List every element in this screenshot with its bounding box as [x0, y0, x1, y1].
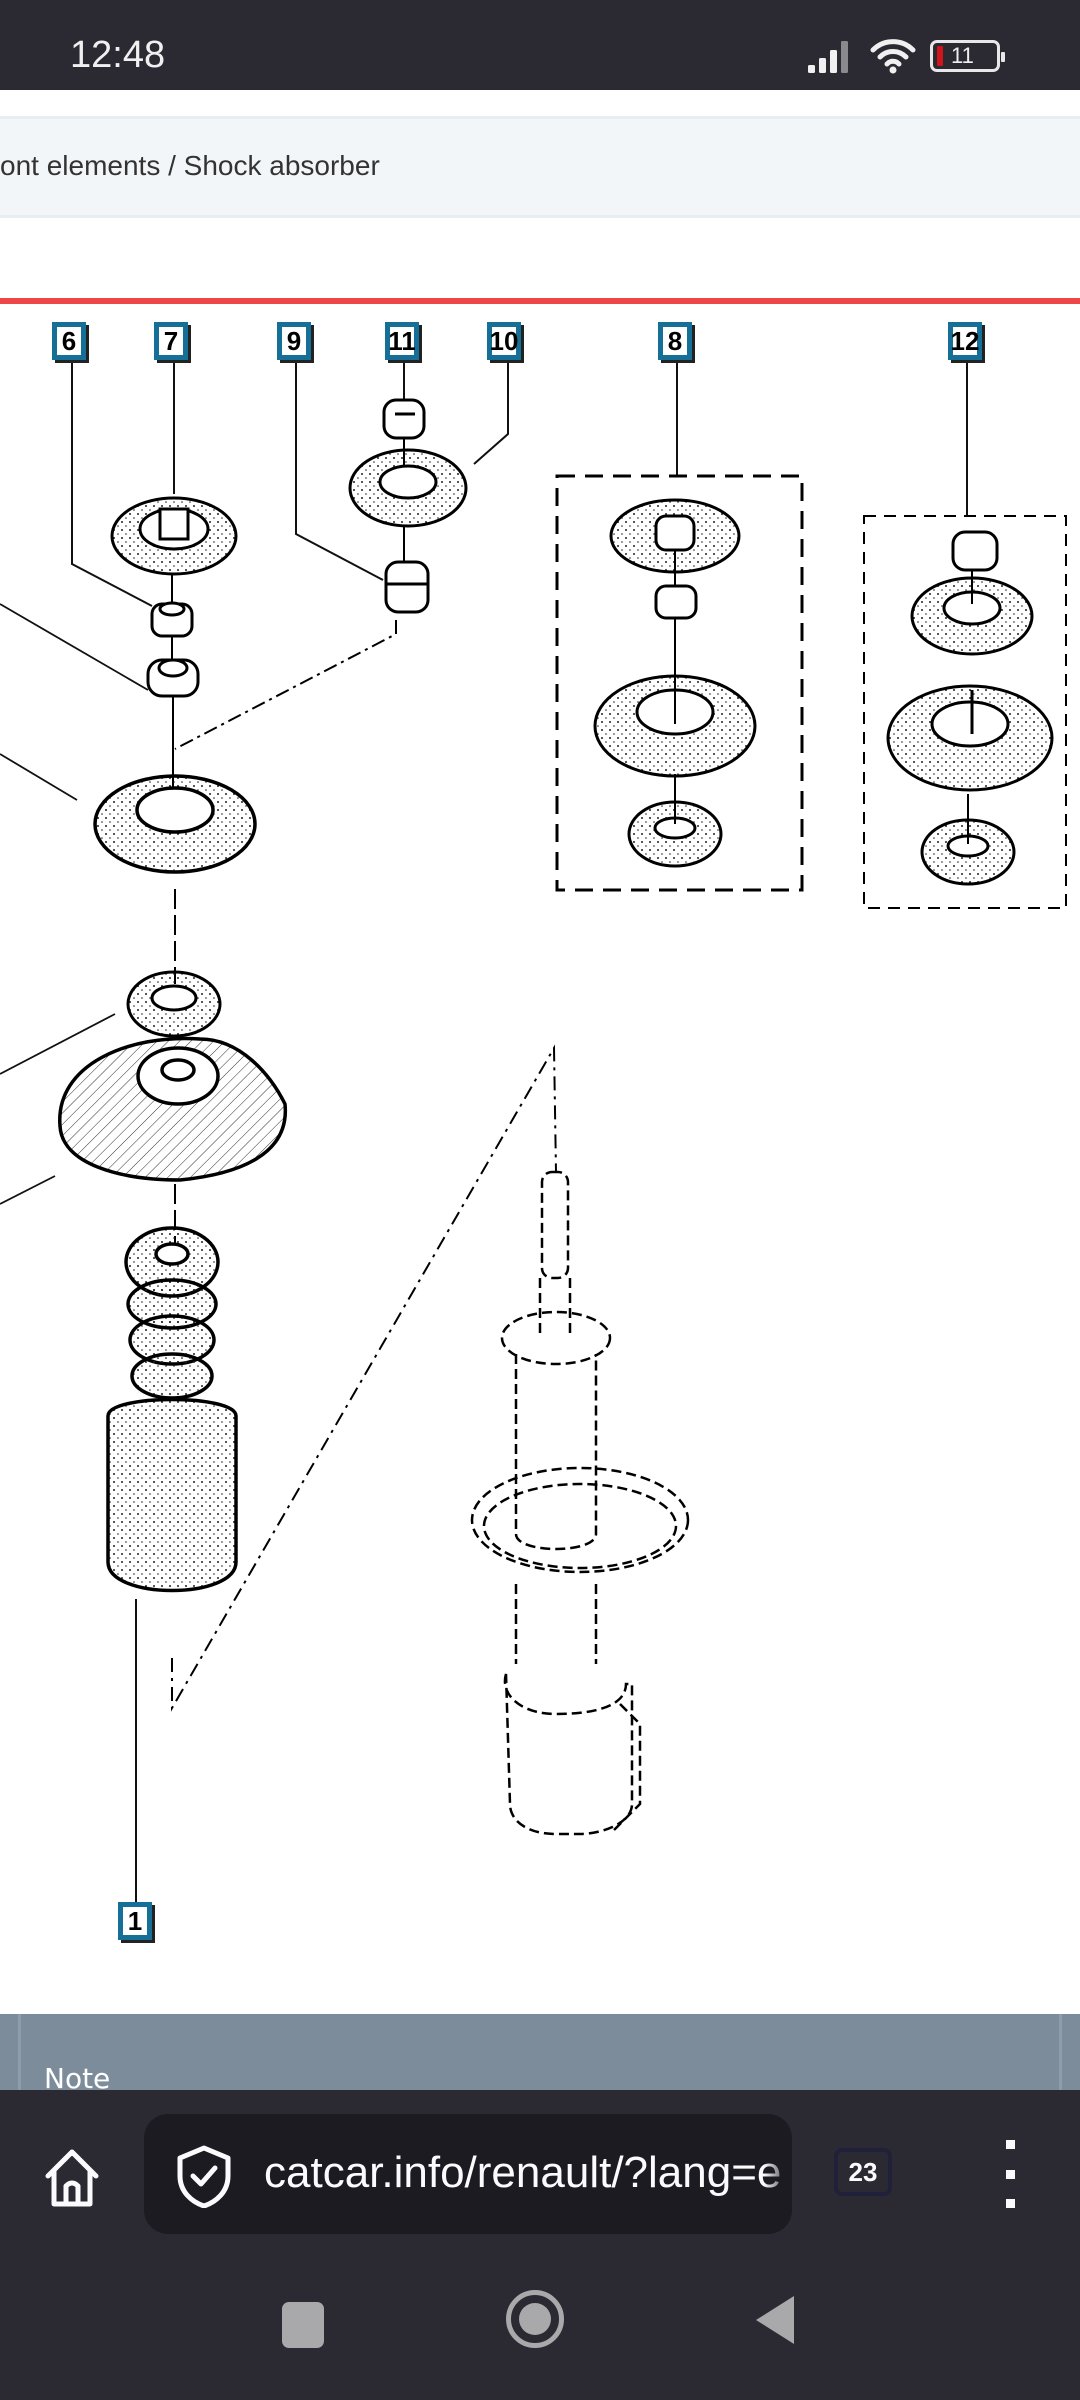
- url-fade: [764, 2114, 792, 2234]
- callout-6[interactable]: 6: [52, 322, 86, 360]
- battery-percent: 11: [951, 43, 974, 68]
- home-circle-icon: [519, 2303, 551, 2335]
- menu-dot-icon: [1005, 2169, 1015, 2179]
- part-9-spacer: [384, 560, 430, 614]
- callout-1[interactable]: 1: [118, 1902, 152, 1940]
- top-mount: [58, 1036, 287, 1182]
- part-8-kit-box: [555, 474, 804, 892]
- page-top-spacer: [0, 90, 1080, 116]
- callout-9[interactable]: 9: [277, 322, 311, 360]
- system-nav-bar: [0, 2270, 1080, 2400]
- back-button[interactable]: [756, 2296, 794, 2344]
- callout-7[interactable]: 7: [154, 322, 188, 360]
- note-border-left: [18, 2014, 21, 2090]
- battery-icon: 11: [930, 40, 1005, 72]
- part-7-upper-cup: [110, 496, 238, 576]
- note-section: Note: [0, 2014, 1080, 2095]
- menu-dot-icon: [1005, 2199, 1015, 2208]
- callout-10[interactable]: 10: [487, 322, 521, 360]
- exploded-view-drawing: [0, 362, 1067, 1908]
- part-10-washer: [348, 448, 468, 528]
- url-text[interactable]: catcar.info/renault/?lang=e: [264, 2148, 782, 2197]
- part-1-bump-stop-boot: [106, 1226, 238, 1593]
- leader-6: [71, 362, 153, 607]
- callout-8[interactable]: 8: [658, 322, 692, 360]
- breadcrumb[interactable]: ont elements / Shock absorber: [0, 150, 380, 181]
- part-11-flange-nut: [382, 398, 426, 440]
- home-icon: [45, 2149, 99, 2207]
- menu-dot-icon: [1005, 2140, 1015, 2149]
- part-12-kit-box: [863, 515, 1067, 909]
- rubber-ring: [93, 774, 257, 874]
- browser-toolbar: catcar.info/renault/?lang=e 23: [0, 2090, 1080, 2270]
- recent-apps-button[interactable]: [282, 2302, 324, 2348]
- leader-10: [473, 362, 509, 465]
- signal-icon: [808, 41, 848, 73]
- callout-12[interactable]: 12: [948, 322, 982, 360]
- parts-diagram: 6 7 9 11 10 8 12 1: [0, 304, 1080, 2014]
- leader-9: [295, 362, 384, 581]
- note-border-right: [1059, 2014, 1062, 2090]
- wifi-icon: [870, 39, 916, 74]
- nav-home-button[interactable]: [506, 2290, 564, 2348]
- battery-level-indicator: [937, 46, 943, 66]
- note-heading: Note: [44, 2062, 111, 2095]
- shock-absorber-strut: [470, 1170, 690, 1836]
- bearing: [126, 970, 222, 1038]
- header-divider: [0, 298, 1080, 304]
- clock: 12:48: [70, 34, 166, 76]
- breadcrumb-bar: ont elements / Shock absorber: [0, 116, 1080, 218]
- menu-button[interactable]: [990, 2140, 1030, 2208]
- home-button[interactable]: [36, 2142, 108, 2214]
- part-8-kit-parts: [593, 498, 757, 868]
- shield-check-icon: [177, 2145, 231, 2208]
- status-icons: 11: [806, 38, 1005, 74]
- status-bar: 12:48 11: [0, 0, 1080, 90]
- tab-counter-button[interactable]: 23: [834, 2148, 892, 2196]
- url-bar[interactable]: catcar.info/renault/?lang=e: [144, 2114, 792, 2234]
- part-12-kit-parts: [886, 530, 1054, 886]
- callout-11[interactable]: 11: [385, 322, 419, 360]
